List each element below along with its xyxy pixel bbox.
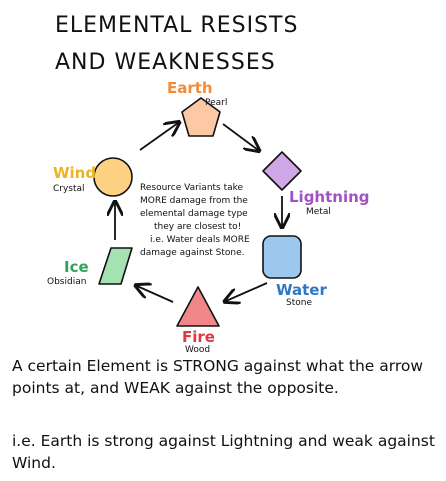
arrow-water-to-fire (226, 282, 268, 301)
center-note-line: damage against Stone. (140, 248, 245, 258)
rule-caption: A certain Element is STRONG against what… (12, 357, 424, 397)
circle-shape (93, 157, 133, 197)
element-ice-name: Ice (64, 258, 89, 276)
triangle-shape (176, 286, 220, 327)
element-ice-variant: Obsidian (47, 277, 86, 287)
title-line-1: ELEMENTAL RESISTS (55, 13, 298, 38)
element-water-variant: Stone (286, 298, 312, 308)
arrow-fire-to-ice (137, 286, 174, 303)
element-wind-variant: Crystal (53, 184, 85, 194)
cycle-arrows (115, 123, 282, 302)
center-note-line: Resource Variants take (140, 183, 244, 193)
parallelogram-shape (98, 247, 133, 285)
element-earth: Earth Pearl (167, 79, 227, 137)
element-lightning-variant: Metal (306, 207, 331, 217)
arrow-earth-to-lightning (222, 123, 258, 150)
pentagon-shape (181, 97, 221, 137)
element-ice: Ice Obsidian (47, 247, 133, 287)
element-lightning-name: Lightning (289, 188, 370, 206)
center-note-line: they are closest to! (154, 222, 241, 232)
diamond-shape (262, 151, 302, 191)
center-note-line: MORE damage from the (140, 196, 248, 206)
element-wind-name: Wind (53, 164, 96, 182)
element-earth-variant: Pearl (205, 98, 227, 108)
center-note: Resource Variants take MORE damage from … (140, 183, 250, 258)
arrow-wind-to-earth (139, 123, 178, 151)
title-line-2: AND WEAKNESSES (55, 50, 276, 75)
element-lightning: Lightning Metal (262, 151, 370, 217)
element-fire-variant: Wood (185, 345, 210, 355)
element-earth-name: Earth (167, 79, 213, 97)
element-fire: Fire Wood (176, 286, 220, 355)
element-fire-name: Fire (182, 328, 215, 346)
element-water: Water Stone (262, 235, 327, 308)
center-note-line: i.e. Water deals MORE (150, 235, 250, 245)
element-water-name: Water (276, 281, 327, 299)
element-wind: Wind Crystal (53, 157, 133, 197)
example-caption: i.e. Earth is strong against Lightning a… (12, 432, 435, 472)
rounded-square-shape (262, 235, 302, 279)
center-note-line: elemental damage type (140, 209, 248, 219)
